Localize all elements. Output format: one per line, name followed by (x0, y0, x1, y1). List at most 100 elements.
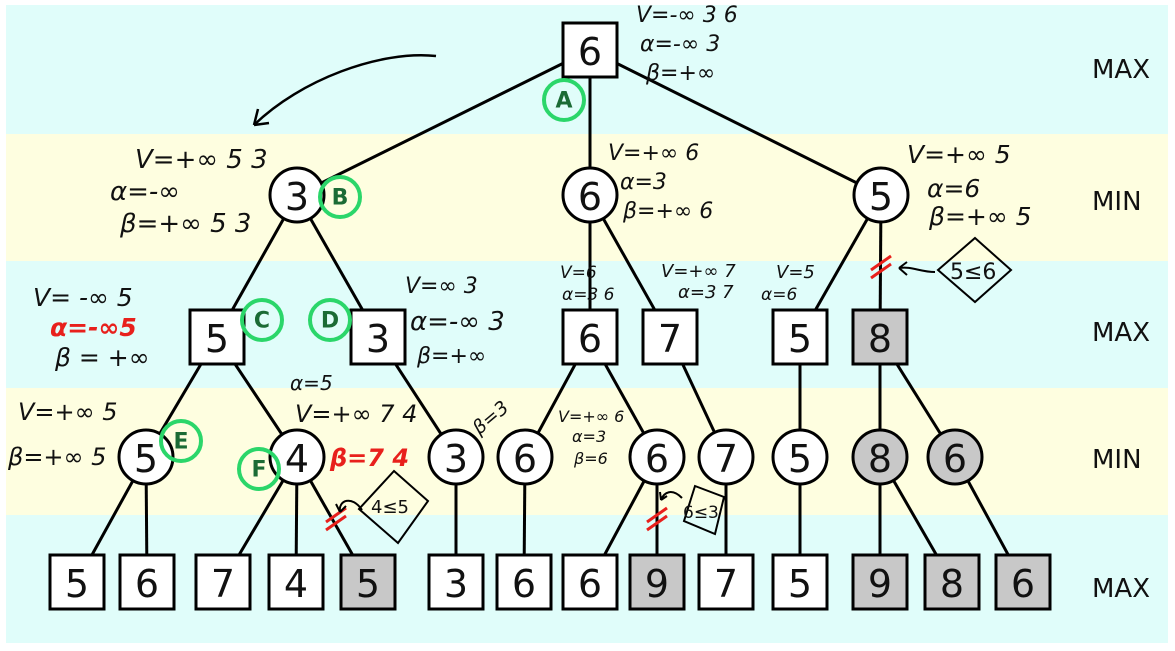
max-node-box (495, 553, 553, 611)
root-v: V=-∞ 3 6 (636, 3, 738, 28)
node-value: 5 (788, 437, 812, 481)
max-a-beta: β = +∞ (54, 343, 150, 372)
node-value: 3 (366, 317, 390, 361)
max-node-l2-5: 8 (851, 308, 909, 366)
condition-text: 6≤3 (683, 503, 719, 523)
annotation-root: V=-∞ 3 6 α=-∞ 3 β=+∞ (636, 3, 738, 86)
min-node-l3-8: 6 (926, 428, 984, 486)
max-d-v: V=+∞ 7 (661, 261, 736, 282)
marker-ring-icon (308, 298, 352, 342)
marker-ring-icon (318, 175, 362, 219)
node-value: 3 (444, 562, 468, 606)
leaf-node-9: 7 (697, 553, 755, 611)
min-node-l1-0: 3 (268, 166, 326, 224)
node-value: 9 (868, 562, 892, 606)
max-a-v: V= -∞ 5 (33, 283, 133, 312)
max-node-l2-3: 7 (641, 308, 699, 366)
max-node-box (48, 553, 106, 611)
max-b-v: V=∞ 3 (405, 274, 478, 299)
max-c-alpha: α=3 6 (562, 285, 615, 305)
level-label-min: MIN (1092, 187, 1142, 217)
node-value: 5 (134, 437, 158, 481)
node-value: 5 (788, 317, 812, 361)
max-node-box (561, 21, 619, 79)
min-c-v: V=+∞ 5 (907, 140, 1011, 169)
max-node-l2-4: 5 (771, 308, 829, 366)
edge (589, 48, 882, 197)
min2-a-v: V=+∞ 5 (18, 398, 118, 426)
leaf-node-5: 3 (427, 553, 485, 611)
max-node-box (118, 553, 176, 611)
min-node-circle (496, 428, 554, 486)
leaf-node-8: 9 (628, 553, 686, 611)
min-a-v: V=+∞ 5 3 (135, 145, 268, 175)
arrow-left-icon (898, 261, 936, 276)
node-value: 8 (868, 317, 892, 361)
node-value: 6 (512, 562, 536, 606)
leaf-node-1: 6 (118, 553, 176, 611)
max-a-alpha: α=-∞5 (50, 313, 137, 342)
max-e-v: V=5 (776, 262, 815, 283)
annotation-max-b: V=∞ 3 α=-∞ 3 β=+∞ (405, 274, 505, 369)
annotation-min-a: V=+∞ 5 3 α=-∞ β=+∞ 5 3 (110, 145, 268, 239)
node-value: 5 (65, 562, 89, 606)
level-label-max: MAX (1092, 55, 1150, 85)
marker-letter: F (251, 458, 266, 483)
marker-letter: C (254, 309, 270, 334)
max-node-box (923, 553, 981, 611)
min-node-l3-2: 3 (427, 428, 485, 486)
min2-b-alpha: α=5 (290, 371, 333, 395)
min-b-alpha: α=3 (620, 170, 667, 195)
level-label-max: MAX (1092, 318, 1150, 348)
min2-e-v: V=+∞ 6 (558, 407, 624, 426)
prune-condition-b: 4≤5 (335, 469, 430, 545)
min-node-l3-3: 6 (496, 428, 554, 486)
node-value: 6 (943, 437, 967, 481)
leaf-node-4: 5 (339, 553, 397, 611)
leaf-node-7: 6 (561, 553, 619, 611)
root-beta: β=+∞ (645, 61, 715, 86)
node-value: 7 (714, 562, 738, 606)
min2-b-v: V=+∞ 7 4 (295, 400, 417, 428)
condition-text: 4≤5 (371, 497, 409, 518)
node-value: 6 (578, 317, 602, 361)
leaf-node-2: 7 (194, 553, 252, 611)
min-node-l1-2: 5 (852, 166, 910, 224)
annotation-max-d: V=+∞ 7 α=3 7 (661, 261, 736, 303)
max-node-box (641, 308, 699, 366)
node-value: 3 (444, 437, 468, 481)
node-value: 6 (513, 437, 537, 481)
root-alpha: α=-∞ 3 (640, 32, 720, 57)
min-node-l1-1: 6 (561, 166, 619, 224)
max-e-alpha: α=6 (761, 285, 797, 305)
diamond-shape (682, 484, 726, 536)
min-node-l3-6: 5 (771, 428, 829, 486)
max-node-box (771, 553, 829, 611)
min-node-l3-0: 5 (117, 428, 175, 486)
min-node-circle (268, 428, 326, 486)
arrowhead-icon (252, 108, 270, 127)
leaf-node-0: 5 (48, 553, 106, 611)
prune-cut-icon (870, 254, 892, 280)
node-value: 6 (578, 30, 602, 74)
min-node-circle (852, 166, 910, 224)
min-node-l3-7: 8 (851, 428, 909, 486)
node-value: 6 (578, 175, 602, 219)
node-value: 6 (645, 437, 669, 481)
marker-letter: E (173, 430, 188, 455)
leaf-node-12: 8 (923, 553, 981, 611)
level-label-max: MAX (1092, 574, 1150, 604)
marker-a: A (542, 78, 586, 122)
marker-ring-icon (542, 78, 586, 122)
leaf-node-6: 6 (495, 553, 553, 611)
min2-a-beta: β=+∞ 5 (7, 443, 106, 471)
prune-cut-icon (646, 506, 668, 532)
leaf-node-3: 4 (267, 553, 325, 611)
annotation-min2-e: V=+∞ 6 α=3 β=6 (558, 407, 624, 468)
max-c-v: V=6 (560, 263, 597, 283)
max-node-l2-0: 5 (188, 308, 246, 366)
node-value: 4 (284, 562, 308, 606)
